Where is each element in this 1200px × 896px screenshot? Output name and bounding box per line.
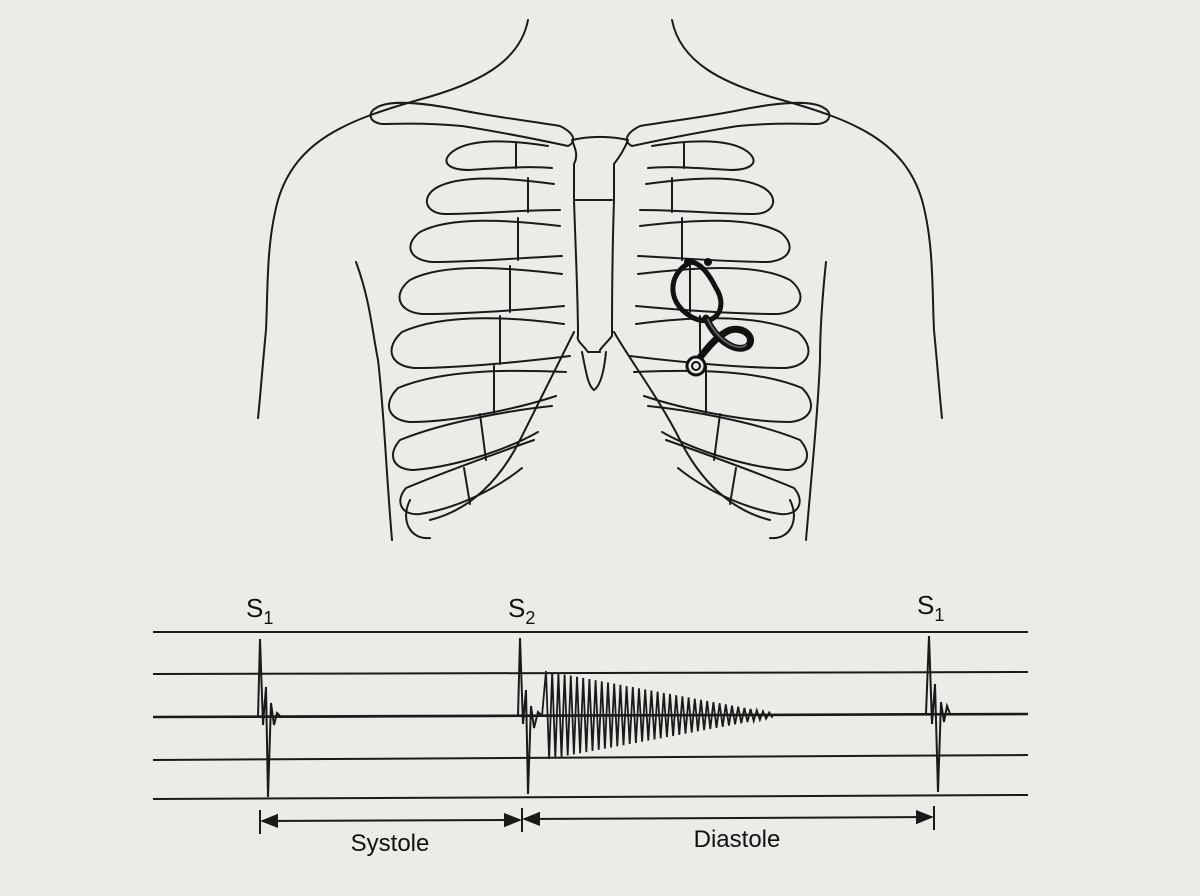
lower-right-rib [769, 499, 795, 540]
systole-label: Systole [351, 830, 430, 857]
right-flank-outline [805, 261, 827, 541]
neck-left-outline [257, 19, 529, 419]
grid-line-2 [152, 671, 1029, 675]
xiphoid [581, 351, 607, 391]
left-clavicle [369, 101, 575, 147]
neck-right-outline [671, 19, 943, 419]
systole-arrow [260, 812, 522, 829]
s1-left-waveform [153, 638, 521, 798]
s2-label: S2 [508, 593, 535, 628]
left-rib-cage [387, 140, 575, 540]
s1-left-label: S1 [246, 593, 273, 628]
torso-illustration [257, 19, 943, 541]
s1-right-label: S1 [917, 590, 944, 625]
stethoscope-icon [670, 258, 755, 377]
lower-left-rib [405, 499, 431, 540]
diastole-arrow [522, 809, 934, 827]
sternum [571, 136, 629, 353]
left-flank-outline [355, 261, 393, 541]
phonocardiogram: S1 S2 S1 Systole Diastole [152, 590, 1029, 857]
diastole-label: Diastole [694, 826, 781, 853]
s2-waveform [516, 637, 543, 795]
grid-line-5 [152, 794, 1029, 800]
right-rib-cage [613, 140, 813, 540]
right-clavicle [625, 101, 831, 147]
diastolic-murmur-waveform [541, 670, 929, 760]
s1-right-waveform [922, 635, 1028, 793]
grid-line-4 [152, 754, 1029, 761]
